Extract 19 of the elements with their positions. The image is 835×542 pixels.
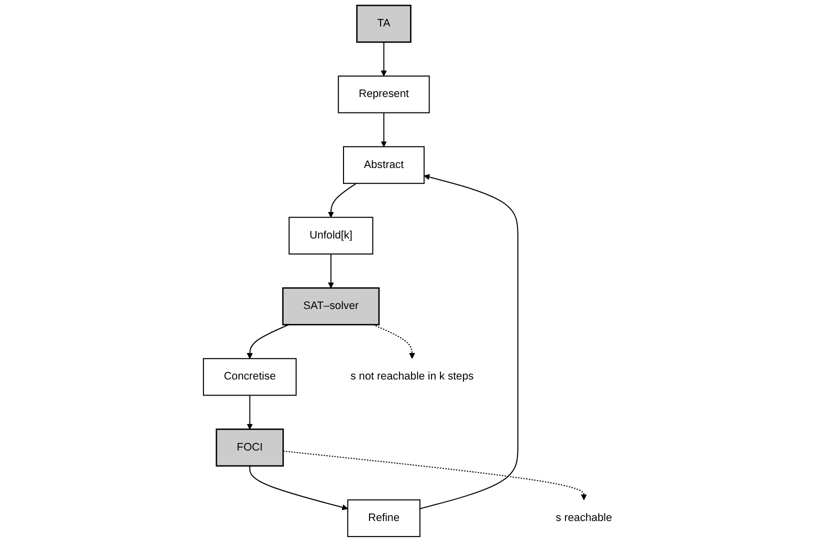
node-box: Unfold[k] [288, 216, 373, 255]
arrow [246, 324, 289, 359]
arrow [246, 395, 252, 430]
arrow [248, 466, 348, 510]
node-box: Represent [337, 76, 430, 114]
arrow [328, 254, 334, 288]
node-box: SAT–solver [282, 287, 380, 326]
arrow [282, 450, 586, 500]
arrow [419, 174, 518, 510]
node-text: s reachable [555, 512, 612, 524]
node-box: TA [356, 4, 411, 43]
node-box: Abstract [342, 146, 424, 184]
node-box: Concretise [202, 358, 296, 396]
arrow [380, 42, 386, 76]
node-box: Refine [346, 499, 420, 538]
arrow [328, 182, 356, 218]
node-box: FOCI [215, 428, 284, 467]
arrow [380, 112, 386, 147]
node-text: s not reachable in k steps [350, 370, 474, 382]
